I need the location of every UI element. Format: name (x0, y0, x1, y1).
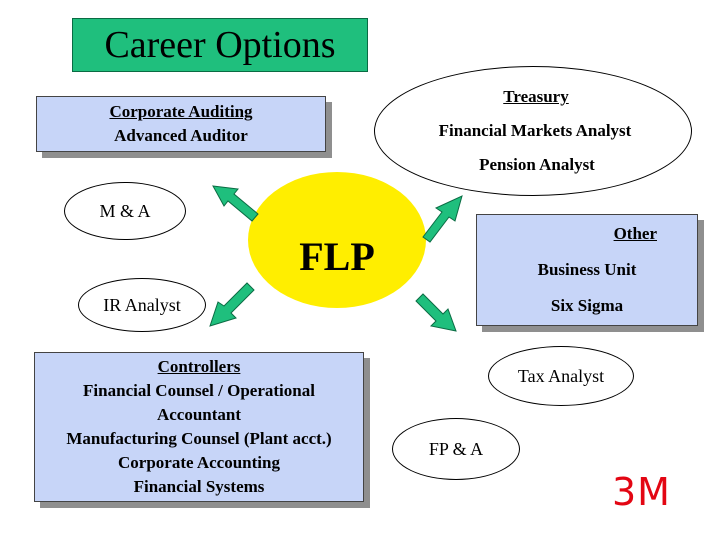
corporate-auditing-box: Corporate Auditing Advanced Auditor (36, 96, 326, 152)
controllers-line-4: Corporate Accounting (118, 453, 280, 472)
pension-analyst-label: Pension Analyst (479, 155, 595, 174)
page-title-text: Career Options (104, 24, 336, 66)
ir-analyst-oval: IR Analyst (78, 278, 206, 332)
page-title: Career Options (72, 18, 368, 72)
tax-analyst-oval: Tax Analyst (488, 346, 634, 406)
fp-and-a-label: FP & A (428, 438, 484, 459)
advanced-auditor-label: Advanced Auditor (114, 126, 248, 145)
controllers-line-1: Financial Counsel / Operational (83, 381, 315, 400)
business-unit-label: Business Unit (537, 260, 637, 279)
other-heading: Other (613, 224, 657, 243)
controllers-line-2: Accountant (156, 405, 242, 424)
arrow-up-right (422, 195, 463, 243)
other-box: Other Business Unit Six Sigma (476, 214, 698, 326)
treasury-heading: Treasury (503, 87, 569, 106)
controllers-line-3: Manufacturing Counsel (Plant acct.) (66, 429, 332, 448)
six-sigma-label: Six Sigma (550, 296, 624, 315)
tax-analyst-label: Tax Analyst (517, 365, 605, 386)
m-and-a-label: M & A (99, 200, 151, 221)
m-and-a-oval: M & A (64, 182, 186, 240)
controllers-line-5: Financial Systems (133, 477, 265, 496)
arrow-down-left (209, 282, 255, 327)
treasury-oval: Treasury Financial Markets Analyst Pensi… (374, 66, 692, 196)
controllers-heading: Controllers (157, 357, 241, 376)
3m-logo: 3M (612, 470, 671, 514)
financial-markets-analyst-label: Financial Markets Analyst (438, 121, 632, 140)
flp-circle (248, 172, 426, 308)
fp-and-a-oval: FP & A (392, 418, 520, 480)
flp-label: FLP (299, 233, 375, 279)
arrow-up-left (212, 185, 259, 222)
ir-analyst-label: IR Analyst (103, 294, 181, 315)
corporate-auditing-heading: Corporate Auditing (109, 102, 253, 121)
arrow-down-right (415, 293, 457, 332)
controllers-box: Controllers Financial Counsel / Operatio… (34, 352, 364, 502)
